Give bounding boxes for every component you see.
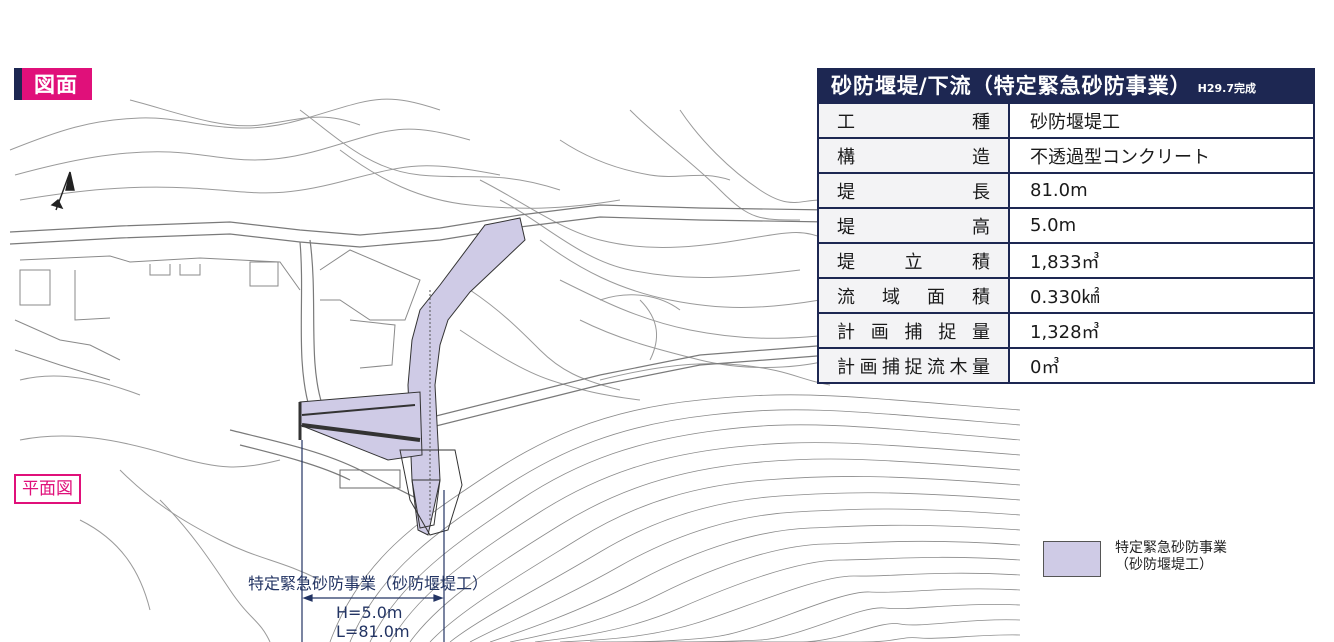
section-title: 図面	[14, 68, 92, 100]
spec-key: 計画捕捉量	[817, 312, 1010, 349]
spec-value: 81.0m	[1008, 172, 1315, 209]
spec-value: 不透過型コンクリート	[1008, 137, 1315, 174]
spec-row: 構造不透過型コンクリート	[817, 137, 1315, 174]
spec-row: 堤高 5.0m	[817, 207, 1315, 244]
plan-view-label: 平面図	[14, 474, 81, 504]
spec-key-text: 流域面積	[837, 286, 990, 308]
spec-key: 堤高	[817, 207, 1010, 244]
legend-label-line1: 特定緊急砂防事業	[1115, 540, 1227, 556]
spec-value: 0㎥	[1008, 347, 1315, 384]
spec-row: 計画捕捉流木量 0㎥	[817, 347, 1315, 384]
spec-key-text: 堤立積	[837, 251, 990, 273]
spec-key: 計画捕捉流木量	[817, 347, 1010, 384]
spec-completion: H29.7完成	[1197, 82, 1257, 95]
spec-key: 堤立積	[817, 242, 1010, 279]
legend: 特定緊急砂防事業 （砂防堰堤工）	[1043, 540, 1227, 577]
spec-key-text: 計画捕捉量	[837, 321, 990, 343]
legend-label: 特定緊急砂防事業 （砂防堰堤工）	[1115, 540, 1227, 574]
spec-value: 1,833㎥	[1008, 242, 1315, 279]
section-title-text: 図面	[22, 68, 92, 100]
spec-value: 0.330㎢	[1008, 277, 1315, 314]
spec-row: 堤立積 1,833㎥	[817, 242, 1315, 279]
spec-value: 1,328㎥	[1008, 312, 1315, 349]
spec-key-text: 堤長	[837, 181, 990, 203]
spec-row: 流域面積 0.330㎢	[817, 277, 1315, 314]
spec-row: 堤長 81.0m	[817, 172, 1315, 209]
spec-header: 砂防堰堤/下流（特定緊急砂防事業） H29.7完成	[817, 68, 1315, 102]
legend-label-line2: （砂防堰堤工）	[1115, 557, 1213, 573]
spec-row: 計画捕捉量 1,328㎥	[817, 312, 1315, 349]
spec-key-text: 堤高	[837, 216, 990, 238]
spec-title: 砂防堰堤/下流（特定緊急砂防事業）	[831, 74, 1192, 98]
spec-row: 工種砂防堰堤工	[817, 102, 1315, 139]
dam-callout-label: 特定緊急砂防事業（砂防堰堤工）	[248, 574, 489, 593]
dam-length: L=81.0m	[336, 622, 410, 641]
spec-key-text: 工種	[837, 111, 990, 133]
spec-key: 構造	[817, 137, 1010, 174]
spec-key-text: 構造	[837, 146, 990, 168]
spec-value: 5.0m	[1008, 207, 1315, 244]
legend-swatch	[1043, 541, 1101, 577]
spec-key: 流域面積	[817, 277, 1010, 314]
spec-panel: 砂防堰堤/下流（特定緊急砂防事業） H29.7完成 工種砂防堰堤工構造不透過型コ…	[817, 68, 1315, 384]
spec-key: 工種	[817, 102, 1010, 139]
dam-dimensions: H=5.0m L=81.0m	[336, 603, 410, 641]
spec-value: 砂防堰堤工	[1008, 102, 1315, 139]
spec-key: 堤長	[817, 172, 1010, 209]
spec-key-text: 計画捕捉流木量	[837, 356, 990, 378]
dam-height: H=5.0m	[336, 603, 403, 622]
